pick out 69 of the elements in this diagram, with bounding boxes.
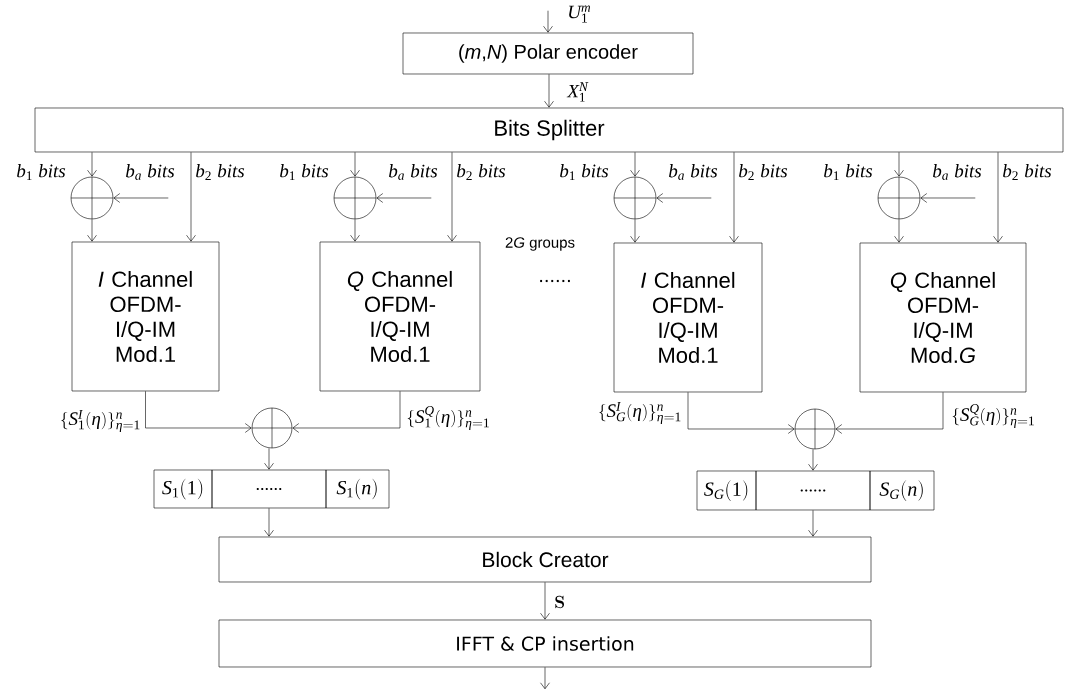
modulator-box: Q Channel OFDM- I/Q-IM Mod.G [859, 242, 1027, 393]
arrow [113, 193, 169, 203]
process-box: Bits Splitter [34, 107, 1064, 153]
adder-circle [794, 408, 836, 450]
arrow [894, 219, 904, 243]
edge-label: $b_1\ bits$ [824, 164, 873, 180]
adder-circle [251, 407, 293, 449]
arrow [145, 391, 252, 433]
edge-label: $b_1\ bits$ [560, 164, 609, 180]
edge-label: $b_2\ bits$ [739, 164, 788, 180]
adder-circle [333, 176, 377, 220]
process-box: Block Creator [218, 536, 872, 583]
arrow [656, 193, 712, 203]
edge-label: $\mathbf{S}$ [555, 595, 564, 609]
edge-label: $\{S_G^{I}(\eta)\}_{\eta=1}^{n}$ [599, 401, 681, 425]
arrow [729, 152, 739, 243]
modulator-box: I Channel OFDM- I/Q-IM Mod.1 [613, 242, 763, 393]
arrow [920, 193, 976, 203]
process-box: (m,N) Polar encoder [402, 32, 694, 75]
register-cell: $S_1(1)$ [153, 469, 213, 509]
arrow [264, 448, 274, 470]
adder-circle [613, 176, 657, 220]
arrow [540, 582, 550, 620]
arrow [543, 10, 553, 33]
edge-label: $X_1^{N}$ [566, 82, 589, 102]
arrow [993, 152, 1003, 243]
register-cell: $S_G(1)$ [696, 470, 757, 511]
note-text: ...... [540, 279, 570, 283]
edge-label: $b_a\ bits$ [126, 164, 175, 180]
edge-label: $b_1\ bits$ [17, 164, 66, 180]
edge-label: $b_a\ bits$ [669, 164, 718, 180]
edge-label: $b_a\ bits$ [389, 164, 438, 180]
arrow [808, 510, 818, 537]
edge-label: $\{S_G^{Q}(\eta)\}_{\eta=1}^{n}$ [952, 404, 1034, 428]
edge-label: $b_a\ bits$ [933, 164, 982, 180]
arrow [808, 449, 818, 471]
arrow [186, 152, 196, 242]
edge-label: $b_2\ bits$ [196, 164, 245, 180]
arrow [687, 392, 795, 434]
arrow [264, 508, 274, 537]
register-cell: $S_G(n)$ [869, 470, 935, 511]
arrow [835, 392, 944, 434]
edge-label: $b_1\ bits$ [280, 164, 329, 180]
arrow [894, 152, 904, 177]
arrow [87, 152, 97, 177]
edge-label: $b_2\ bits$ [1003, 164, 1052, 180]
modulator-box: I Channel OFDM- I/Q-IM Mod.1 [71, 241, 220, 392]
adder-circle [877, 176, 921, 220]
arrow [350, 152, 360, 177]
note-text: $\mbox{2\textit{G} groups}$ [505, 237, 575, 251]
edge-label: $b_2\ bits$ [457, 164, 506, 180]
adder-circle [70, 176, 114, 220]
edge-label: $\{S_1^{Q}(\eta)\}_{\eta=1}^{n}$ [407, 406, 489, 430]
arrow [540, 667, 550, 690]
arrow [292, 391, 401, 433]
edge-label: $U_1^{m}$ [569, 5, 591, 23]
arrow [376, 193, 432, 203]
register-cell: $S_1(n)$ [325, 469, 390, 509]
arrow [630, 152, 640, 177]
process-box: IFFT & CP insertion [218, 619, 872, 668]
modulator-box: Q Channel OFDM- I/Q-IM Mod.1 [319, 241, 481, 392]
arrow [350, 219, 360, 242]
register-cell: ...... [755, 470, 871, 511]
arrow [630, 219, 640, 243]
register-cell: ...... [211, 469, 327, 509]
arrow [87, 219, 97, 242]
arrow [447, 152, 457, 242]
edge-label: $\{S_1^{I}(\eta)\}_{\eta=1}^{n}$ [61, 409, 140, 433]
arrow [544, 74, 554, 108]
